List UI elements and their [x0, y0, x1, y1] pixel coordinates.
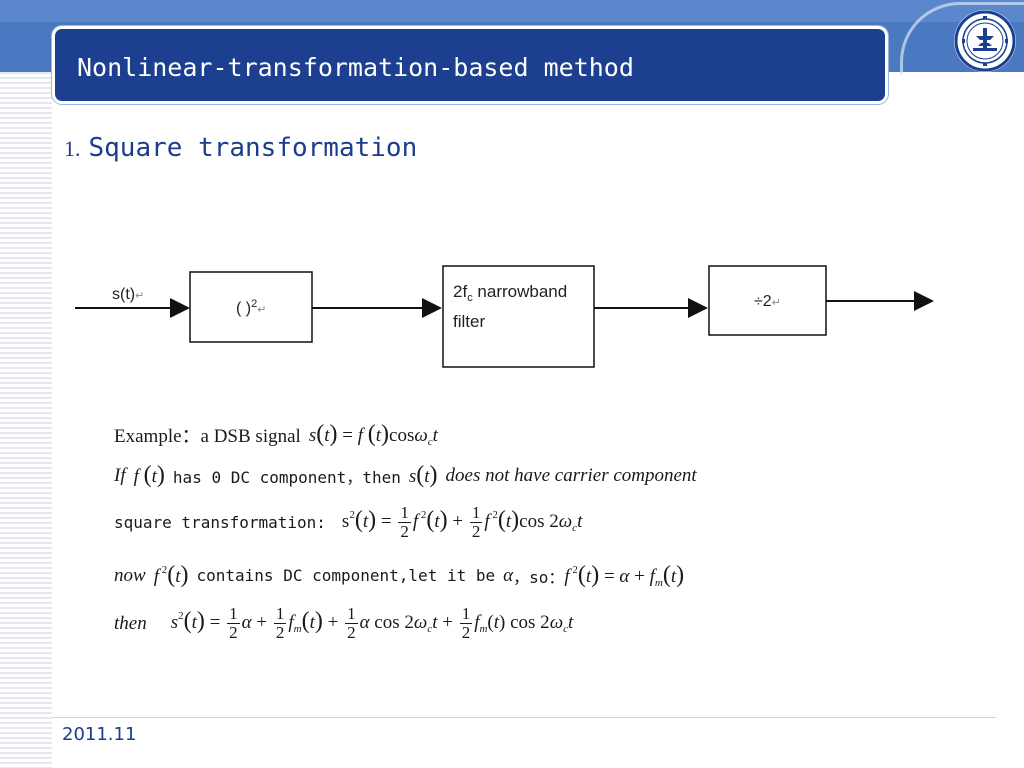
left-stripe-decoration	[0, 72, 52, 768]
example-label: Example：a DSB signal	[114, 426, 301, 447]
divide-block-label: ÷2↵	[754, 293, 781, 310]
title-bar: Nonlinear-transformation-based method	[52, 26, 888, 104]
if-tail-text: does not have carrier component	[445, 464, 697, 486]
now-formula-result: f 2(t) = α + fm(t)	[564, 562, 685, 589]
now-middle-text: contains DC component,let it be	[196, 566, 496, 585]
block-diagram: s(t)↵ ( )2↵ 2fc narrowband filter ÷2↵	[75, 265, 934, 368]
footer-divider	[52, 717, 996, 718]
square-block-label: ( )2↵	[236, 298, 266, 317]
square-transformation-label: square transformation:	[114, 513, 326, 532]
divide-block	[708, 265, 827, 336]
section-title: Square transformation	[88, 133, 418, 163]
now-line: now f 2(t) contains DC component,let it …	[114, 562, 684, 589]
if-word: If	[114, 464, 126, 486]
narrowband-filter-block	[442, 265, 595, 368]
university-logo-icon	[954, 10, 1016, 72]
section-number: 1.	[64, 136, 81, 161]
if-line: If f (t) has 0 DC component，then s(t) do…	[114, 462, 697, 489]
filter-block-line1: 2fc narrowband	[453, 282, 567, 304]
example-formula: s(t) = f (t)cosωct	[308, 421, 438, 448]
if-formula-ft: f (t)	[133, 462, 165, 488]
alpha-symbol: α	[503, 564, 514, 586]
section-heading: 1. Square transformation	[64, 133, 417, 163]
example-line: Example：a DSB signal s(t) = f (t)cosωct	[114, 421, 438, 448]
then-word: then	[114, 612, 147, 634]
slide-title: Nonlinear-transformation-based method	[77, 53, 634, 82]
if-middle-text: has 0 DC component，then	[172, 467, 401, 487]
filter-block-line2: filter	[453, 312, 485, 331]
footer-date: 2011.11	[62, 724, 137, 745]
input-label: s(t)↵	[112, 286, 144, 303]
now-so-text: ，so：	[513, 567, 565, 587]
now-formula-f2: f 2(t)	[153, 562, 189, 588]
now-word: now	[114, 564, 146, 586]
if-formula-st: s(t)	[408, 462, 438, 488]
